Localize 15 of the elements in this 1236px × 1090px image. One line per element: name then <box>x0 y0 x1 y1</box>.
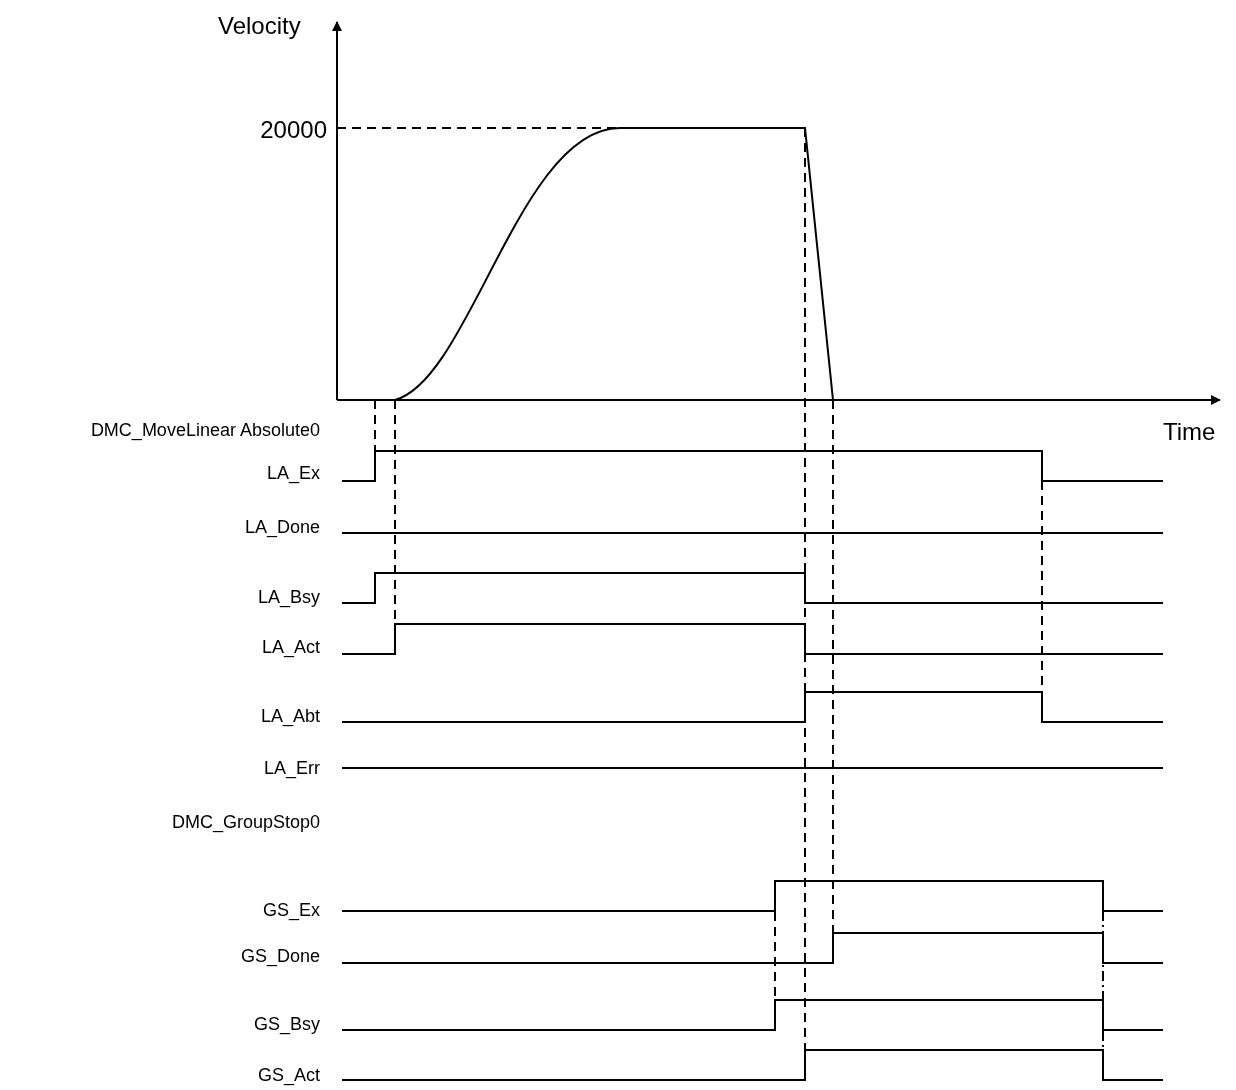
signal-name: GS_Act <box>257 1066 320 1084</box>
axis-label: Velocity <box>218 14 301 38</box>
axis-label: Time <box>1163 420 1216 444</box>
signal-name: LA_Ex <box>266 464 320 482</box>
function-block-name: DMC_MoveLinear Absolute0 <box>90 421 320 439</box>
signal-name: LA_Err <box>263 759 320 777</box>
signal-name: LA_Abt <box>260 707 320 725</box>
tick-label: 20000 <box>260 118 327 142</box>
function-block-name: DMC_GroupStop0 <box>171 813 320 831</box>
signal-name: LA_Bsy <box>257 588 320 606</box>
signal-name: GS_Ex <box>262 901 320 919</box>
signal-name: GS_Done <box>240 947 320 965</box>
signal-name: LA_Act <box>261 638 320 656</box>
signal-name: GS_Bsy <box>253 1015 320 1033</box>
signal-name: LA_Done <box>244 518 320 536</box>
